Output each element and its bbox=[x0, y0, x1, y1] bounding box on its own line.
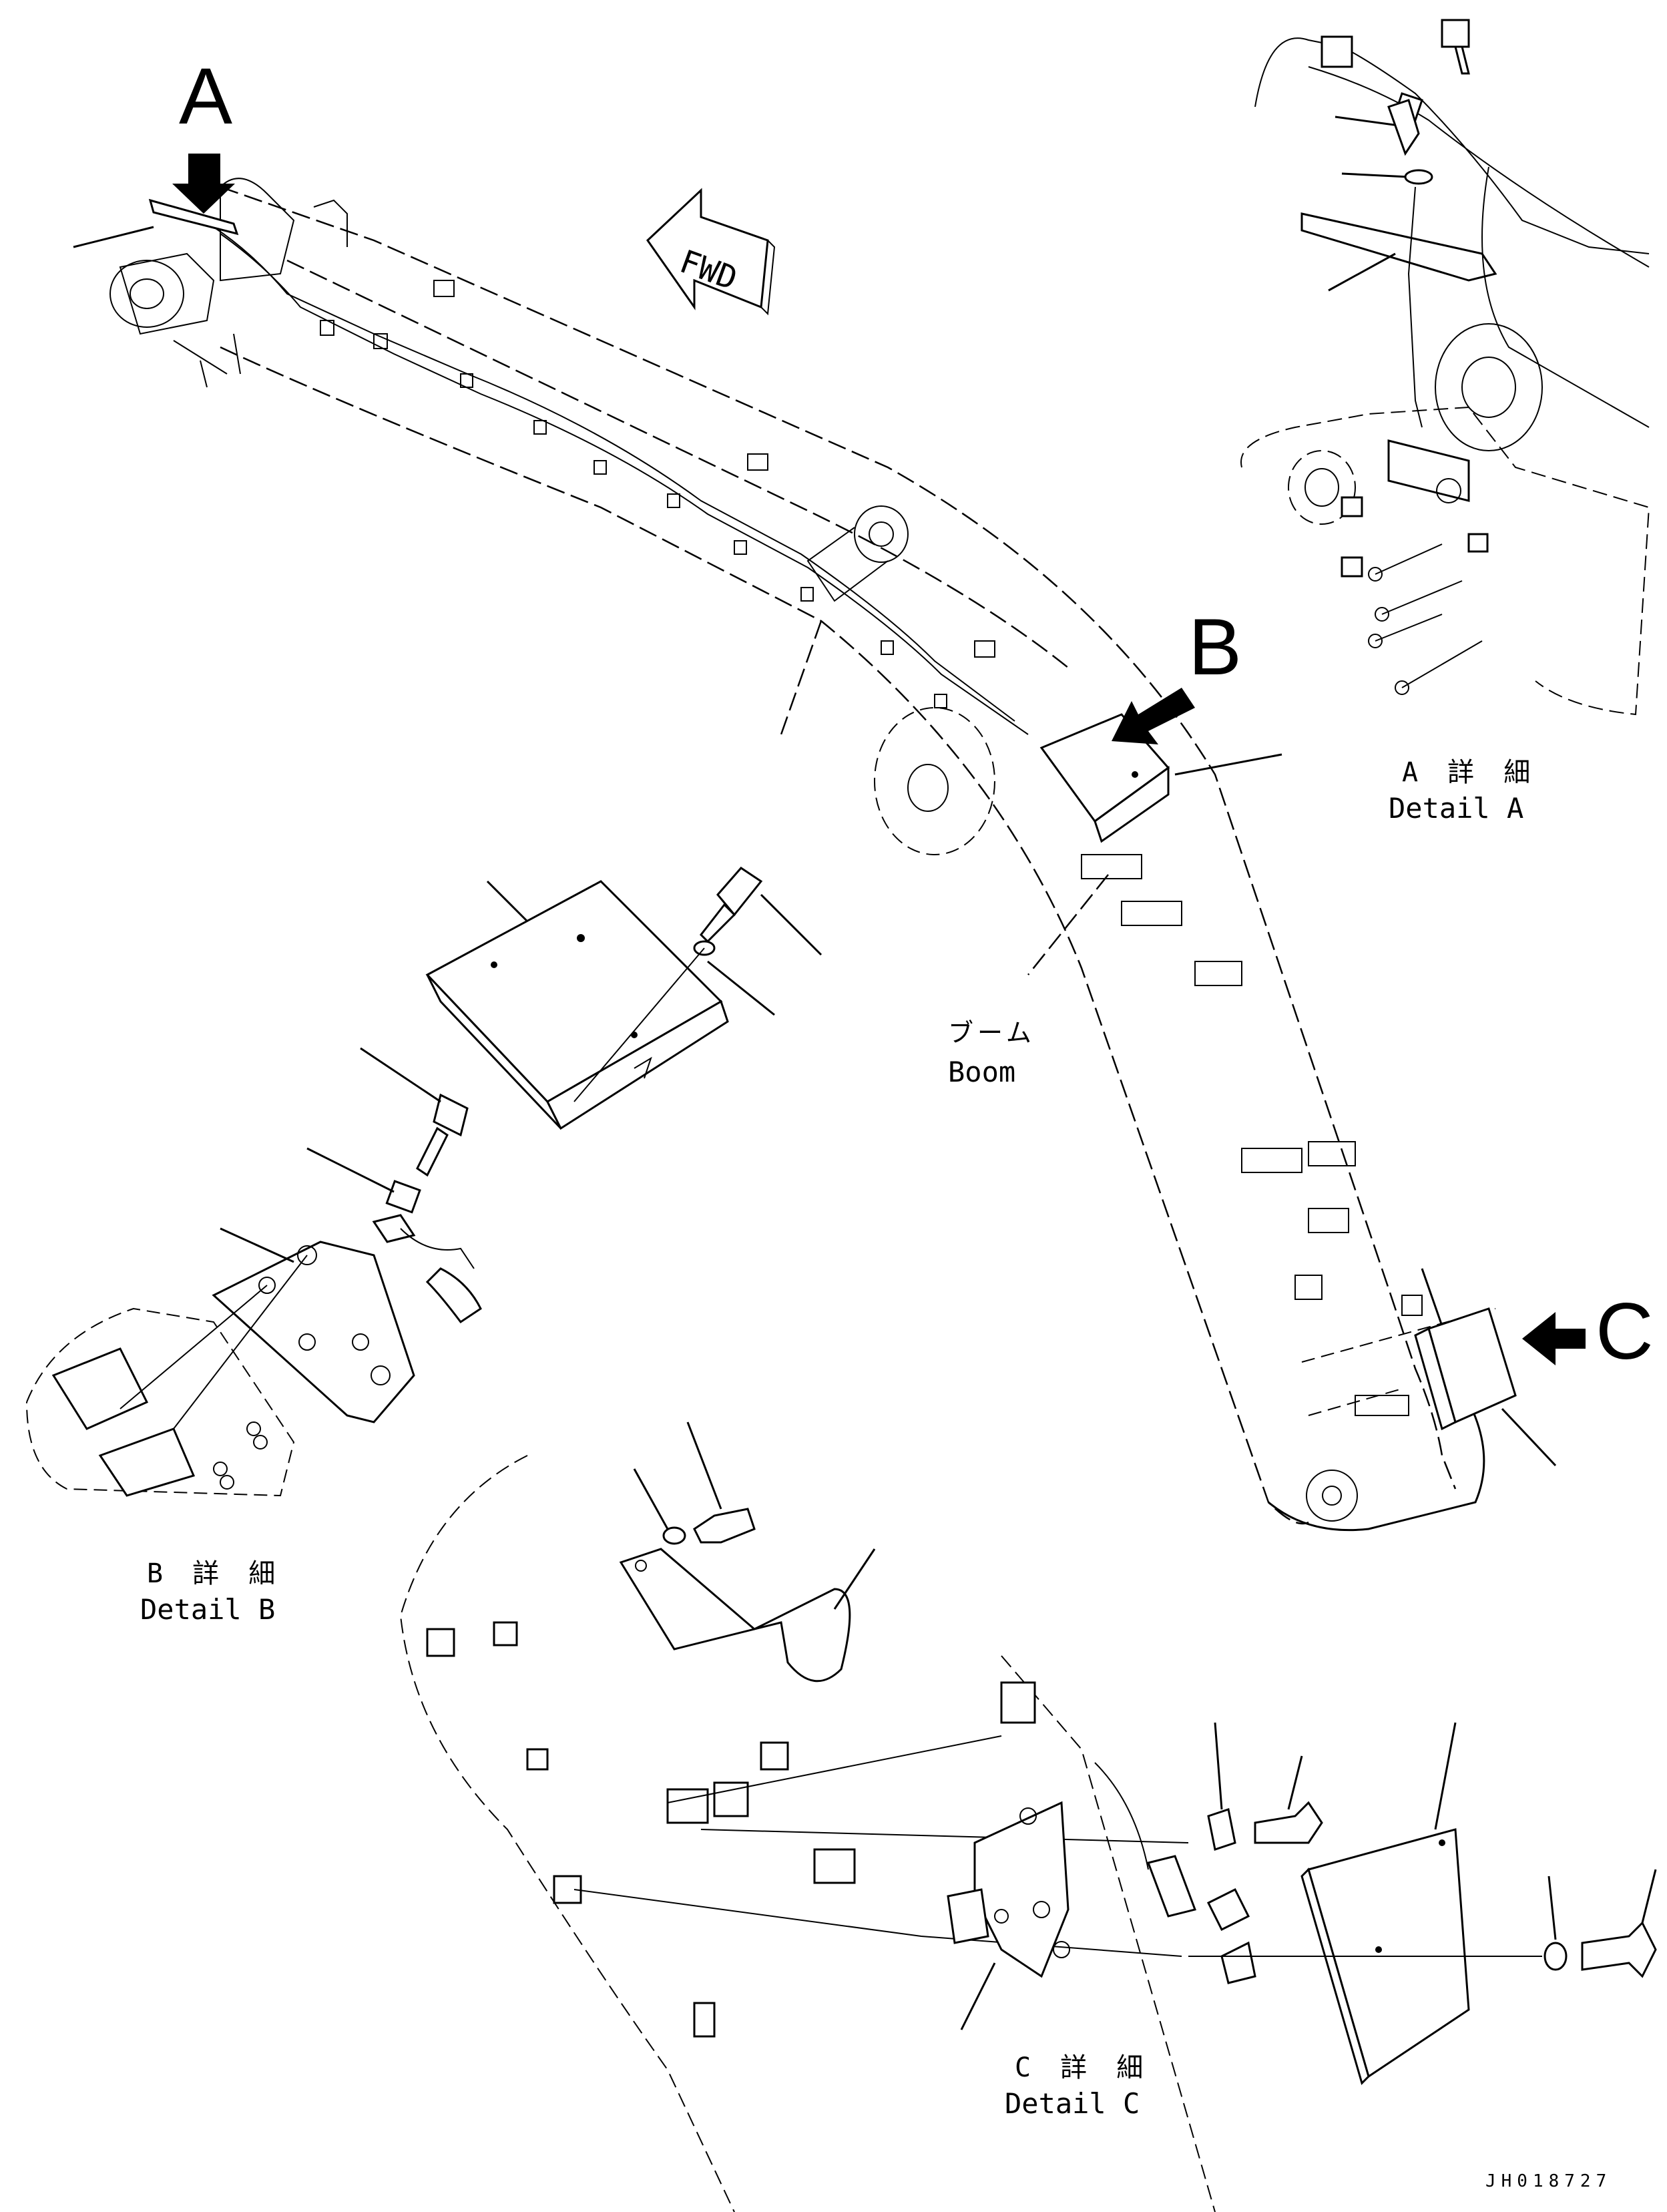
fwd-arrow-icon: FWD bbox=[646, 188, 776, 316]
boom-label-en: Boom bbox=[948, 1056, 1015, 1088]
detail-c-en: Detail C bbox=[1005, 2087, 1140, 2120]
detail-a-jp: A 詳 細 bbox=[1402, 757, 1537, 788]
boom-outline bbox=[220, 186, 1496, 1532]
boom-label-jp: ブーム bbox=[948, 1018, 1035, 1048]
arrow-pointer-icon bbox=[1522, 1312, 1586, 1365]
detail-b-jp: B 詳 細 bbox=[147, 1558, 282, 1589]
fwd-label: FWD bbox=[675, 243, 742, 298]
callout-letter-b: B bbox=[1188, 602, 1242, 692]
boom-foot bbox=[109, 178, 348, 388]
arrow-pointer-icon bbox=[1112, 688, 1195, 744]
detail-a-en: Detail A bbox=[1389, 792, 1523, 825]
detail-c-jp: C 詳 細 bbox=[1015, 2052, 1150, 2083]
drawing-number: JH018727 bbox=[1485, 2171, 1612, 2191]
detail-a: A 詳 細 Detail A bbox=[1240, 19, 1650, 825]
callout-letter-a: A bbox=[179, 51, 232, 141]
wiring-harness bbox=[213, 226, 1423, 1416]
detail-c: C 詳 細 Detail C bbox=[399, 1421, 1657, 2212]
arrow-pointer-icon bbox=[172, 154, 235, 214]
detail-b: B 詳 細 Detail B bbox=[26, 867, 822, 1626]
boom-label: ブーム Boom bbox=[948, 1018, 1035, 1088]
box-c-on-boom bbox=[1414, 1307, 1517, 1431]
detail-b-en: Detail B bbox=[140, 1593, 275, 1626]
callout-b: B bbox=[1112, 602, 1282, 776]
callout-letter-c: C bbox=[1596, 1287, 1654, 1376]
callout-a: A bbox=[73, 51, 239, 248]
callout-c: C bbox=[1501, 1287, 1654, 1467]
